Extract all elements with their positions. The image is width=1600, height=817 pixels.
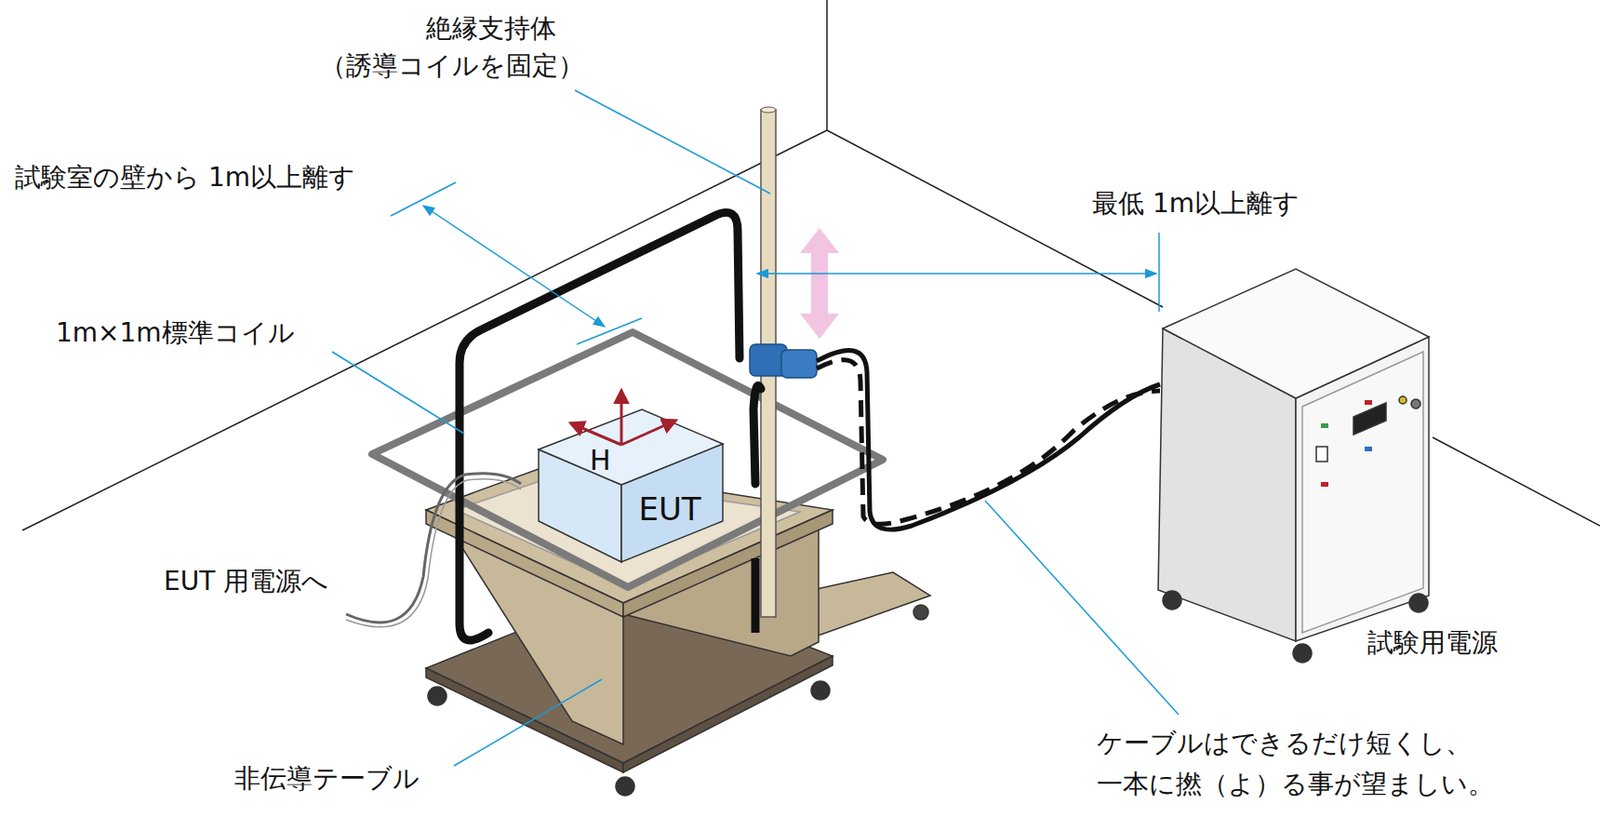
eut-power-cable-edge	[346, 479, 521, 627]
label: 試験室の壁から 1m以上離す	[14, 163, 356, 193]
leader-lines	[332, 90, 1179, 766]
test-power-supply	[1158, 268, 1429, 663]
label: 1m×1m標準コイル	[55, 319, 295, 348]
label: H	[589, 444, 612, 476]
adjust-arrow	[800, 227, 840, 339]
eut-box	[538, 409, 723, 562]
node-text: EUT	[638, 490, 701, 528]
label: ケーブルはできるだけ短くし、	[1096, 729, 1472, 759]
induction-coil	[459, 212, 761, 640]
label: 一本に撚（よ）る事が望ましい。	[1096, 770, 1494, 800]
field-arrows	[571, 390, 676, 445]
dimension-lines	[390, 182, 1160, 345]
label: 試験用電源	[1367, 628, 1498, 658]
eut-label-box: EUT	[623, 485, 717, 533]
label: 非伝導テーブル	[234, 764, 420, 794]
coil-clamp	[749, 344, 817, 378]
support-top	[760, 106, 776, 113]
label: 絶縁支持体	[426, 14, 557, 44]
label: （誘導コイルを固定）	[320, 52, 585, 81]
induction-coil-lower	[751, 558, 760, 633]
eut-power-cable	[346, 473, 521, 623]
label: EUT 用電源へ	[163, 567, 329, 597]
label: 最低 1m以上離す	[1092, 189, 1300, 219]
standard-coil	[372, 332, 883, 587]
twisted-cable	[816, 349, 1160, 530]
